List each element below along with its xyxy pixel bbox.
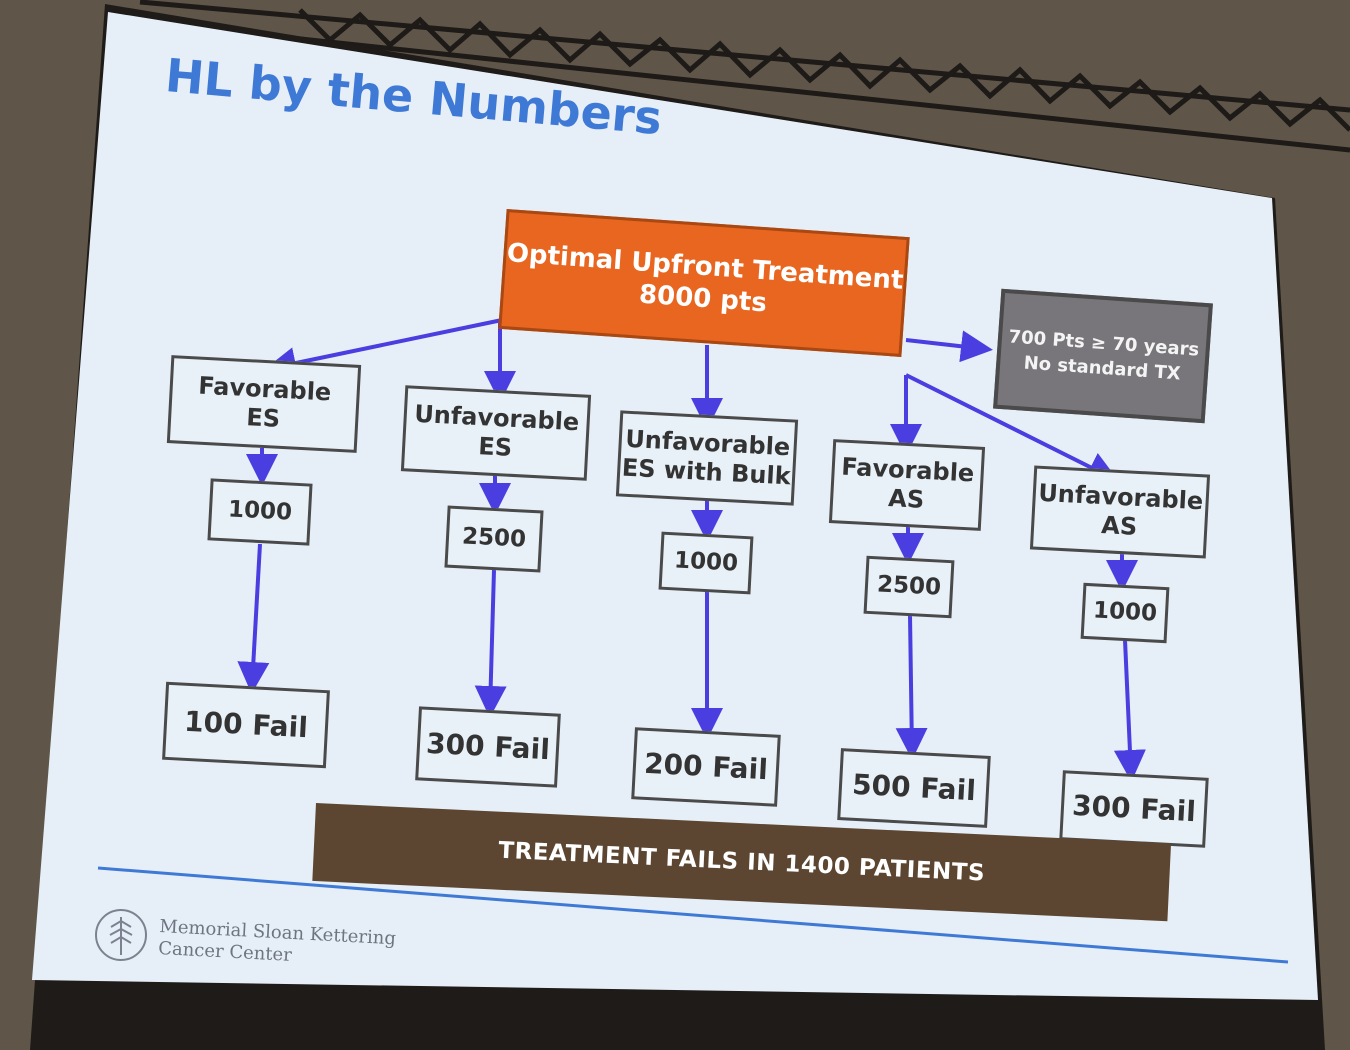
- category-unfavorable-as: Unfavorable AS: [1029, 465, 1211, 559]
- category-favorable-es: Favorable ES: [166, 355, 362, 453]
- fail-unfavorable-es: 300 Fail: [415, 706, 561, 788]
- category-unfavorable-es-bulk: Unfavorable ES with Bulk: [615, 410, 799, 506]
- category-line1: Unfavorable: [1037, 478, 1204, 516]
- count-favorable-as: 2500: [863, 555, 955, 619]
- fail-unfavorable-es-bulk: 200 Fail: [631, 727, 781, 807]
- category-line2: ES: [245, 403, 281, 433]
- category-line1: Favorable: [840, 452, 975, 488]
- side-note-box: 700 Pts ≥ 70 years No standard TX: [993, 288, 1213, 424]
- fail-unfavorable-as: 300 Fail: [1059, 770, 1209, 848]
- count-unfavorable-es: 2500: [444, 505, 544, 573]
- count-favorable-es: 1000: [207, 478, 313, 546]
- category-line2: ES: [477, 432, 513, 462]
- category-line2: AS: [887, 484, 925, 514]
- category-favorable-as: Favorable AS: [828, 439, 986, 531]
- category-line1: Unfavorable: [413, 399, 580, 437]
- category-line1: Favorable: [197, 371, 332, 407]
- fail-favorable-as: 500 Fail: [837, 748, 991, 828]
- fail-favorable-es: 100 Fail: [162, 681, 330, 769]
- category-line2: AS: [1100, 511, 1138, 541]
- count-unfavorable-es-bulk: 1000: [658, 531, 754, 595]
- count-unfavorable-as: 1000: [1080, 582, 1170, 644]
- mskcc-logo-icon: [95, 909, 147, 961]
- category-unfavorable-es: Unfavorable ES: [400, 385, 592, 481]
